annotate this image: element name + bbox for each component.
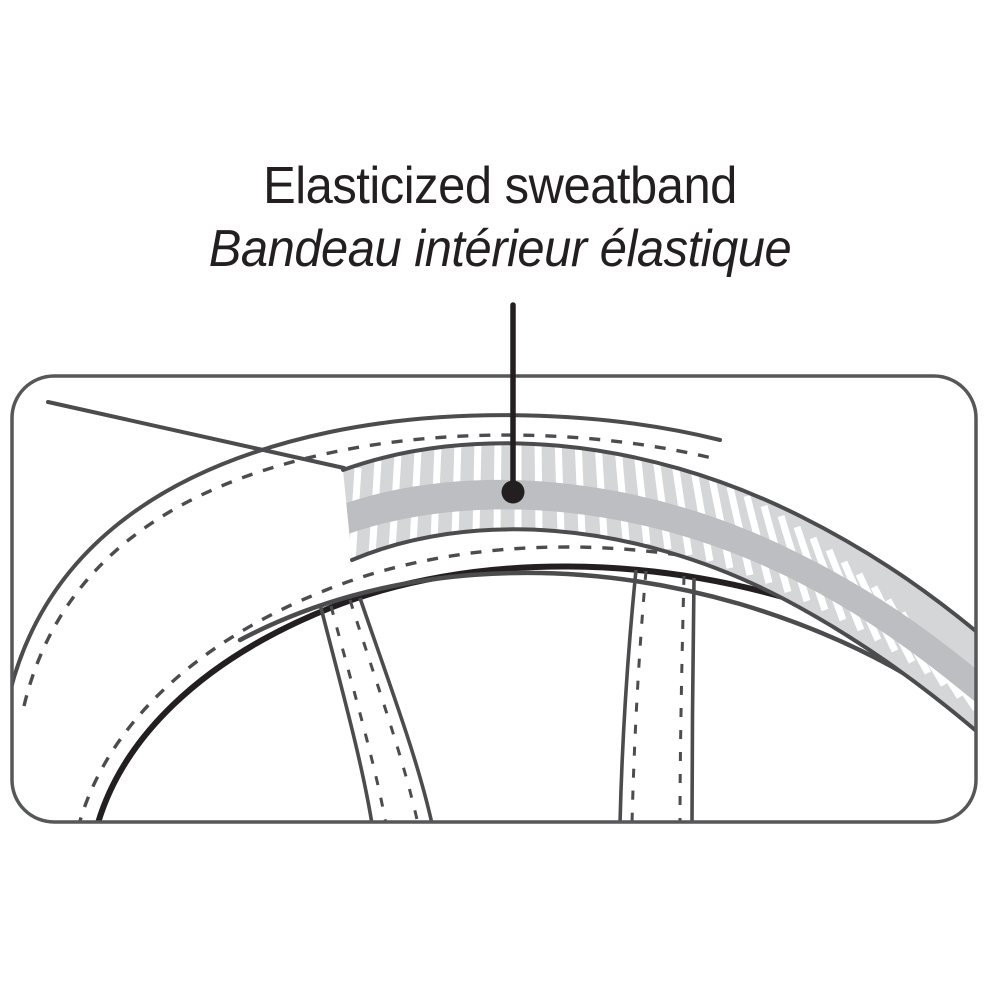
cap-crown-panel-center [318, 597, 434, 822]
sweatband-centre-stripe [346, 479, 976, 722]
caption-english: Elasticized sweatband [263, 157, 737, 215]
cap-crown-panel-left [12, 413, 722, 707]
cap-crown-panel-right [618, 569, 696, 822]
callout-leader [501, 302, 525, 504]
caption-block: Elasticized sweatband Bandeau intérieur … [0, 155, 1000, 281]
illustration-frame [10, 374, 978, 824]
sweatband-bottom-edge [350, 527, 976, 750]
caption-french: Bandeau intérieur élastique [208, 220, 792, 278]
cap-fold-line [46, 400, 346, 470]
sweatband-arc [341, 441, 976, 750]
callout-target-dot [501, 480, 525, 504]
sweatband-top-edge [341, 441, 976, 650]
